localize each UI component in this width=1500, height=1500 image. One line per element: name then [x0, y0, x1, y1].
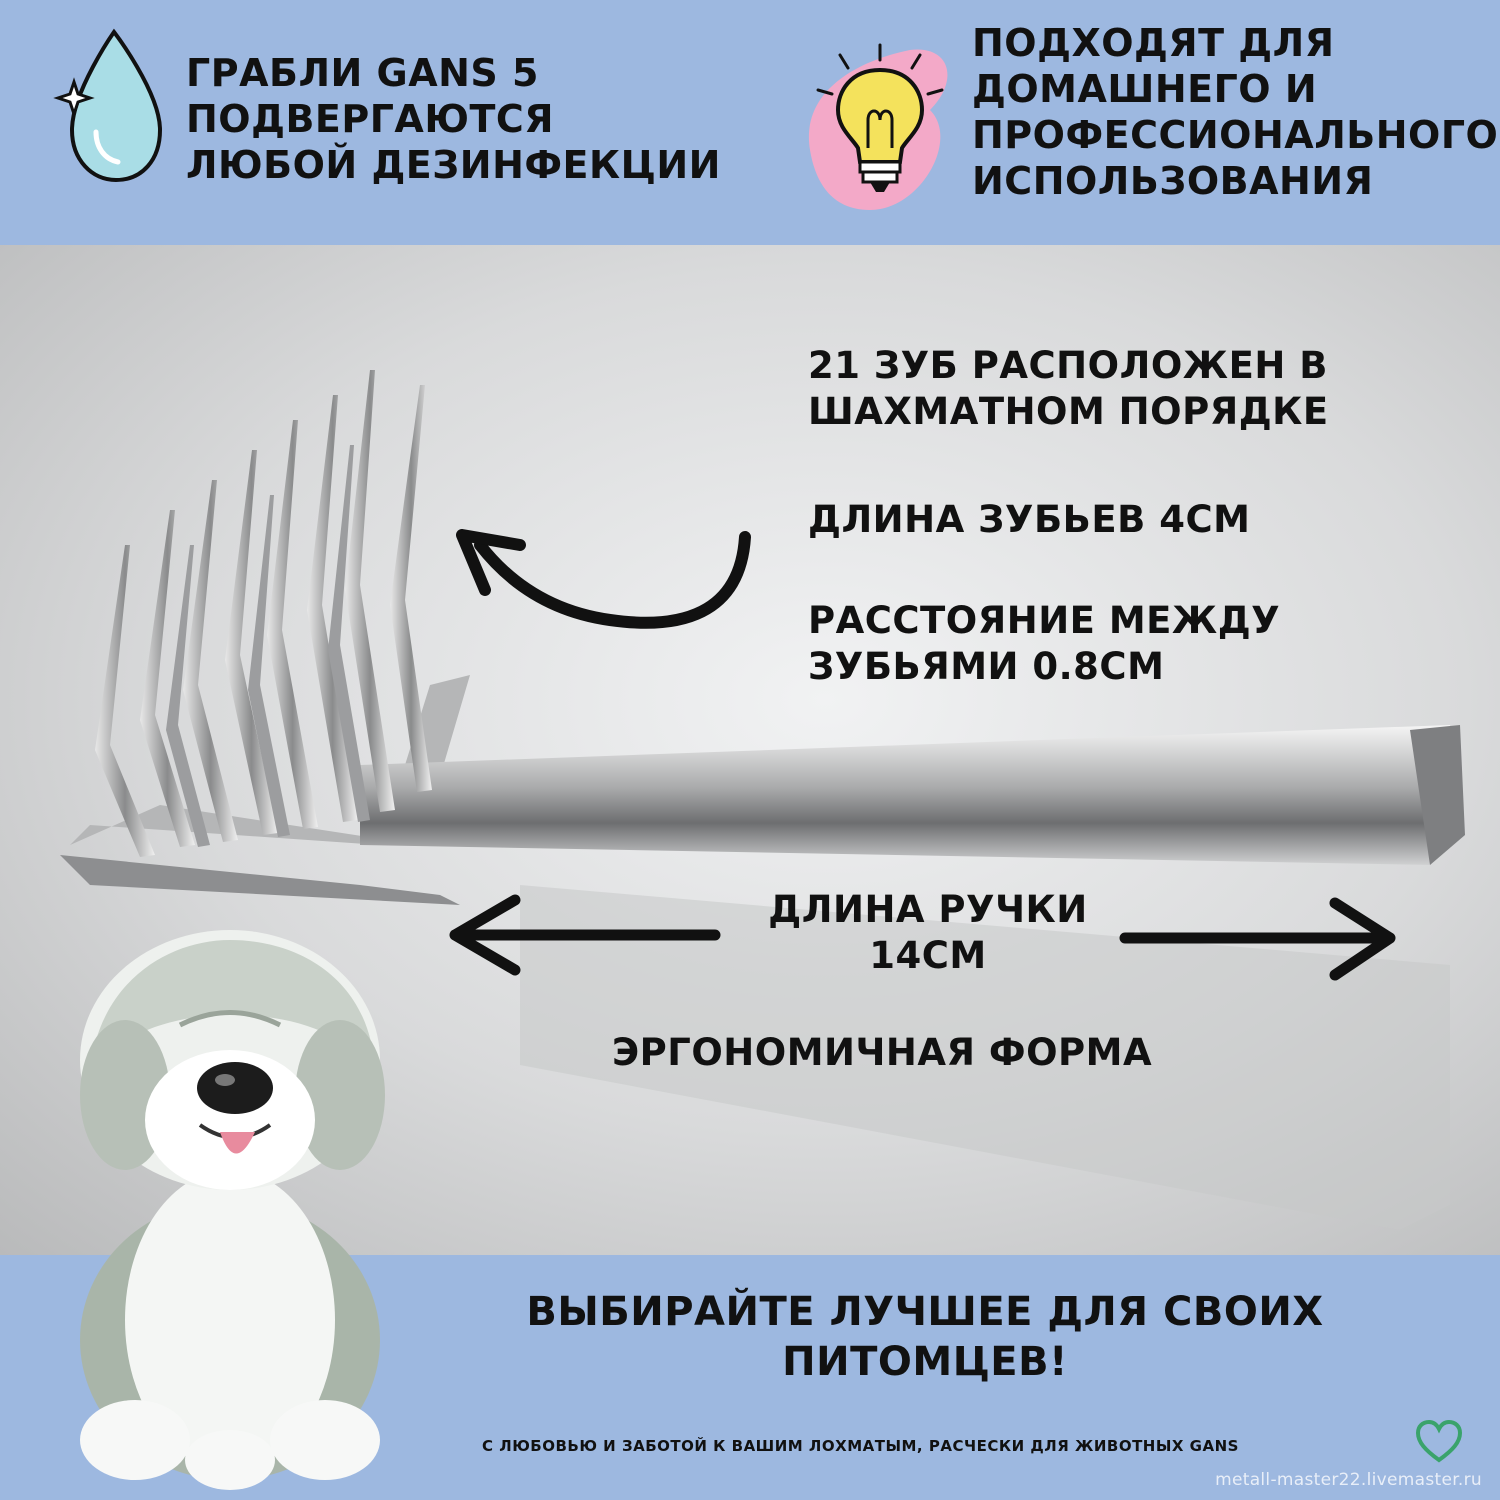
- teeth-spec: 21 ЗУБ РАСПОЛОЖЕН В ШАХМАТНОМ ПОРЯДКЕ: [808, 343, 1329, 435]
- lightbulb-icon: [808, 43, 948, 210]
- watermark: metall-master22.livemaster.ru: [1215, 1470, 1482, 1490]
- handle-length-line-1: ДЛИНА РУЧКИ: [768, 888, 1088, 931]
- sheepdog-illustration: [80, 930, 385, 1490]
- rake-image: [60, 370, 1465, 1230]
- spacing-spec-line-2: ЗУБЬЯМИ 0.8СМ: [808, 645, 1165, 688]
- teeth-spec-line-1: 21 ЗУБ РАСПОЛОЖЕН В: [808, 344, 1328, 387]
- handle-length-spec: ДЛИНА РУЧКИ 14СМ: [748, 887, 1108, 979]
- ergonomic-spec: ЭРГОНОМИЧНАЯ ФОРМА: [612, 1031, 1153, 1074]
- rake-teeth: [95, 370, 432, 857]
- dog-nose-icon: [197, 1062, 273, 1114]
- handle-length-line-2: 14СМ: [869, 934, 987, 977]
- teeth-spec-line-2: ШАХМАТНОМ ПОРЯДКЕ: [808, 390, 1329, 433]
- heart-icon: [1415, 1420, 1463, 1463]
- usage-line-3: ПРОФЕССИОНАЛЬНОГО: [972, 113, 1499, 157]
- spacing-spec: РАССТОЯНИЕ МЕЖДУ ЗУБЬЯМИ 0.8СМ: [808, 598, 1280, 690]
- disinfection-line-2: ПОДВЕРГАЮТСЯ: [186, 97, 555, 141]
- disinfection-text: ГРАБЛИ GANS 5 ПОДВЕРГАЮТСЯ ЛЮБОЙ ДЕЗИНФЕ…: [186, 50, 721, 188]
- footer-headline-line-2: ПИТОМЦЕВ!: [782, 1339, 1068, 1385]
- footer-tagline: С ЛЮБОВЬЮ И ЗАБОТОЙ К ВАШИМ ЛОХМАТЫМ, РА…: [482, 1437, 1239, 1455]
- top-band: [0, 0, 1500, 245]
- usage-line-1: ПОДХОДЯТ ДЛЯ: [972, 21, 1335, 65]
- disinfection-line-3: ЛЮБОЙ ДЕЗИНФЕКЦИИ: [186, 143, 721, 187]
- spacing-spec-line-1: РАССТОЯНИЕ МЕЖДУ: [808, 599, 1281, 642]
- water-drop-icon: [53, 28, 163, 183]
- footer-headline: ВЫБИРАЙТЕ ЛУЧШЕЕ ДЛЯ СВОИХ ПИТОМЦЕВ!: [440, 1287, 1410, 1387]
- usage-line-2: ДОМАШНЕГО И: [972, 67, 1318, 111]
- tooth-length-spec: ДЛИНА ЗУБЬЕВ 4СМ: [808, 498, 1251, 541]
- disinfection-line-1: ГРАБЛИ GANS 5: [186, 51, 539, 95]
- usage-text: ПОДХОДЯТ ДЛЯ ДОМАШНЕГО И ПРОФЕССИОНАЛЬНО…: [972, 20, 1498, 204]
- usage-line-4: ИСПОЛЬЗОВАНИЯ: [972, 159, 1374, 203]
- footer-headline-line-1: ВЫБИРАЙТЕ ЛУЧШЕЕ ДЛЯ СВОИХ: [526, 1289, 1324, 1335]
